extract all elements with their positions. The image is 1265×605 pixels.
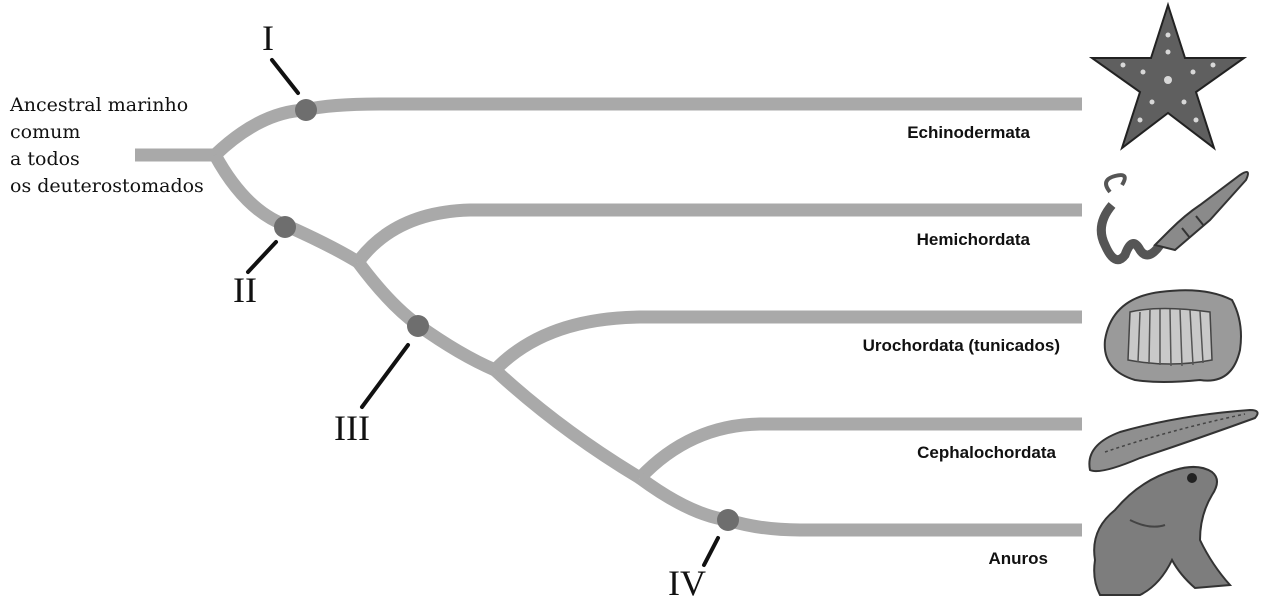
starfish-icon [1088,1,1248,151]
ancestor-label: Ancestral marinho comum a todos os deute… [10,92,240,200]
label-anuros: Anuros [988,549,1049,568]
branch-vertebrate-trunk [490,365,644,484]
pointer-IV [702,536,720,567]
acorn-worm-icon [1096,170,1249,265]
ancestor-line-4: os deuterostomados [10,175,204,197]
label-cephalochordata: Cephalochordata [917,443,1056,462]
lancelet-icon [1088,408,1259,473]
node-II [274,216,296,238]
tunicate-icon [1103,289,1242,383]
label-echinodermata: Echinodermata [907,123,1030,142]
ancestor-line-3: a todos [10,148,80,170]
marker-IV: IV [668,563,706,603]
branch-anuros [636,472,1082,537]
node-IV [717,509,739,531]
label-urochordata: Urochordata (tunicados) [862,336,1060,355]
frog-icon [1093,466,1233,596]
marker-II: II [233,270,257,310]
marker-I: I [262,18,274,58]
pointer-II [246,240,278,274]
branch-hemichordata [352,203,1082,266]
branch-chordata-trunk [352,258,498,376]
pointer-I [270,58,300,95]
branch-urochordata [490,310,1082,375]
ancestor-line-1: Ancestral marinho [10,94,189,116]
node-I [295,99,317,121]
ancestor-line-2: comum [10,121,81,143]
marker-III: III [334,408,370,448]
pointer-III [360,343,410,409]
node-III [407,315,429,337]
label-hemichordata: Hemichordata [916,230,1030,249]
branch-cephalochordata [635,417,1082,483]
